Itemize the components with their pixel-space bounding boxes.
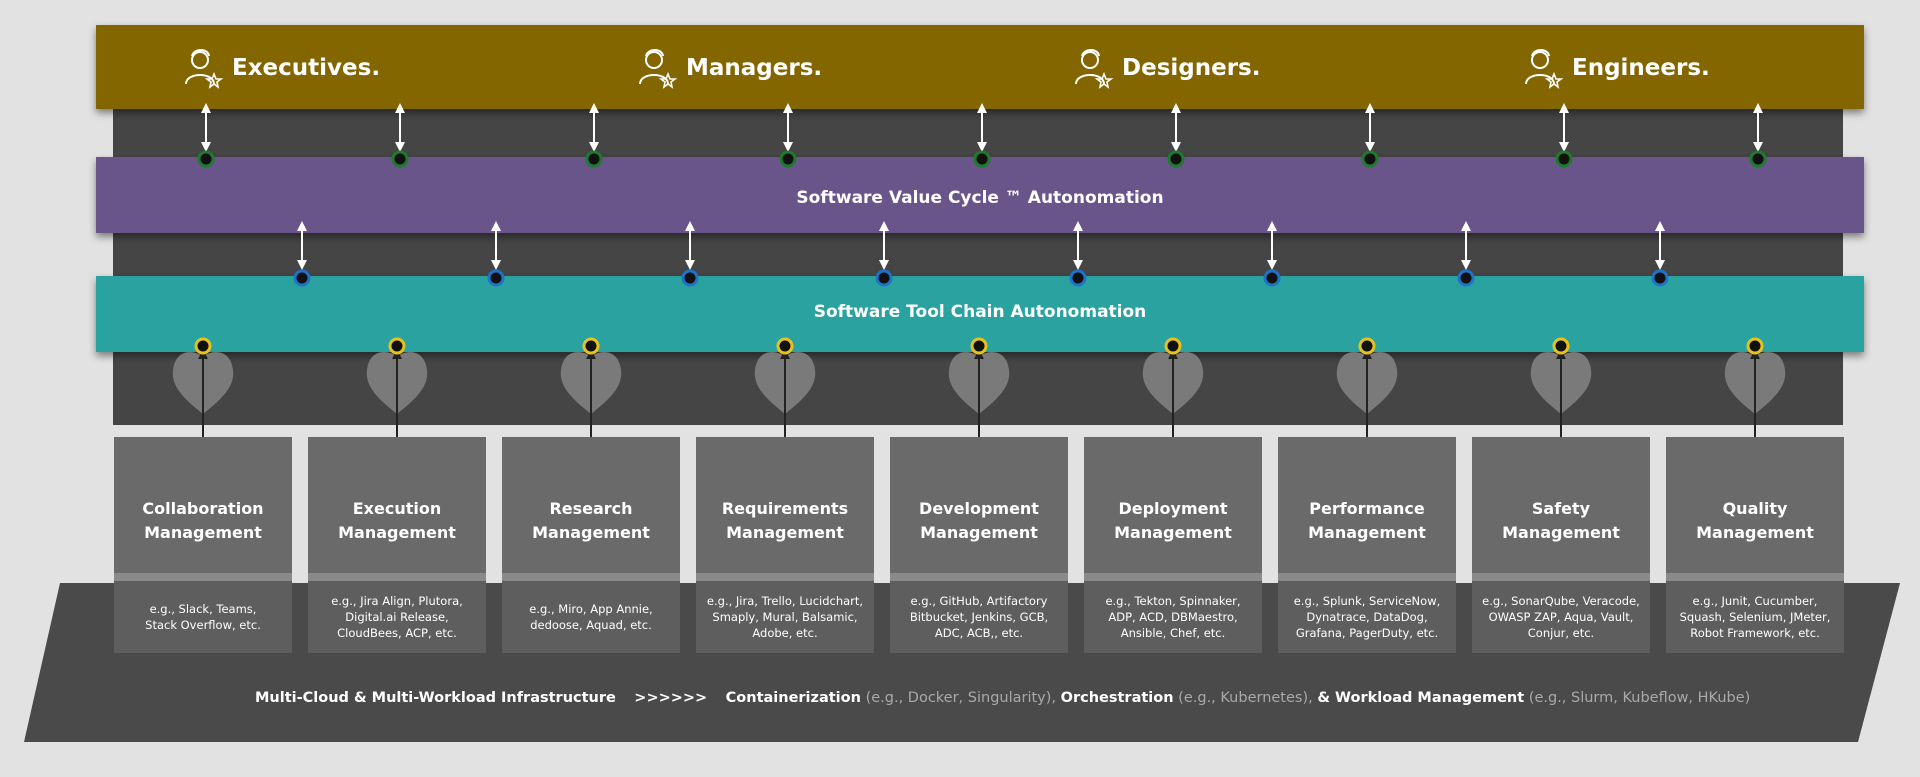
connector-node-yellow	[970, 337, 988, 355]
module-examples: e.g., Miro, App Annie,dedoose, Aquad, et…	[502, 581, 680, 653]
connector-node-green	[1555, 150, 1573, 168]
module-divider	[1472, 573, 1650, 581]
module-examples: e.g., Jira Align, Plutora,Digital.ai Rel…	[308, 581, 486, 653]
connector-node-blue	[681, 269, 699, 287]
connector-node-blue	[1651, 269, 1669, 287]
connector-node-blue	[1457, 269, 1475, 287]
role-label: Engineers.	[1572, 55, 1710, 81]
connector-node-green	[1167, 150, 1185, 168]
infra-orchestration: Orchestration	[1060, 690, 1174, 706]
infrastructure-caption: Multi-Cloud & Multi-Workload Infrastruct…	[255, 690, 1750, 706]
connector-node-green	[779, 150, 797, 168]
connector-node-blue	[487, 269, 505, 287]
module-divider	[502, 573, 680, 581]
connector-node-green	[391, 150, 409, 168]
infra-orchestration-eg: (e.g., Kubernetes),	[1178, 690, 1313, 706]
role-executives: Executives.	[180, 46, 380, 90]
connector-node-blue	[875, 269, 893, 287]
connector-node-green	[197, 150, 215, 168]
module-divider	[890, 573, 1068, 581]
module-examples: e.g., Junit, Cucumber,Squash, Selenium, …	[1666, 581, 1844, 653]
connector-node-yellow	[582, 337, 600, 355]
person-star-icon	[185, 49, 224, 89]
connector-node-green	[973, 150, 991, 168]
value-cycle-title: Software Value Cycle ™ Autonomation	[796, 188, 1164, 208]
module-examples: e.g., Splunk, ServiceNow,Dynatrace, Data…	[1278, 581, 1456, 653]
connector-node-yellow	[1164, 337, 1182, 355]
module-divider	[308, 573, 486, 581]
person-star-icon	[639, 49, 678, 89]
connector-node-yellow	[388, 337, 406, 355]
infra-workload-eg: (e.g., Slurm, Kubeflow, HKube)	[1528, 690, 1751, 706]
module-divider	[1278, 573, 1456, 581]
module-divider	[696, 573, 874, 581]
value-cycle-band	[96, 157, 1864, 233]
role-label: Designers.	[1122, 55, 1261, 81]
module-divider	[114, 573, 292, 581]
infra-workload: & Workload Management	[1317, 690, 1525, 706]
module-examples: e.g., SonarQube, Veracode,OWASP ZAP, Aqu…	[1472, 581, 1650, 653]
connector-node-yellow	[194, 337, 212, 355]
infra-lead: Multi-Cloud & Multi-Workload Infrastruct…	[255, 690, 616, 706]
module-examples: e.g., Slack, Teams,Stack Overflow, etc.	[114, 581, 292, 653]
connector-node-green	[1749, 150, 1767, 168]
connector-node-blue	[293, 269, 311, 287]
module-divider	[1666, 573, 1844, 581]
tool-chain-title: Software Tool Chain Autonomation	[813, 302, 1147, 322]
connector-node-yellow	[1552, 337, 1570, 355]
person-star-icon	[1525, 49, 1564, 89]
connector-node-green	[585, 150, 603, 168]
module-examples: e.g., Tekton, Spinnaker,ADP, ACD, DBMaes…	[1084, 581, 1262, 653]
connector-node-yellow	[1358, 337, 1376, 355]
role-managers: Managers.	[634, 46, 822, 90]
role-label: Executives.	[232, 55, 381, 81]
infra-containerization-eg: (e.g., Docker, Singularity),	[865, 690, 1057, 706]
connector-node-blue	[1263, 269, 1281, 287]
connector-node-yellow	[776, 337, 794, 355]
person-star-icon	[1075, 49, 1114, 89]
role-designers: Designers.	[1070, 46, 1260, 90]
infra-arrows: >>>>>>	[634, 690, 708, 706]
role-engineers: Engineers.	[1520, 46, 1710, 90]
connector-node-green	[1361, 150, 1379, 168]
roles-band	[96, 25, 1864, 109]
role-label: Managers.	[686, 55, 823, 81]
module-examples: e.g., Jira, Trello, Lucidchart,Smaply, M…	[696, 581, 874, 653]
module-divider	[1084, 573, 1262, 581]
connector-node-blue	[1069, 269, 1087, 287]
infra-containerization: Containerization	[725, 690, 861, 706]
connector-node-yellow	[1746, 337, 1764, 355]
